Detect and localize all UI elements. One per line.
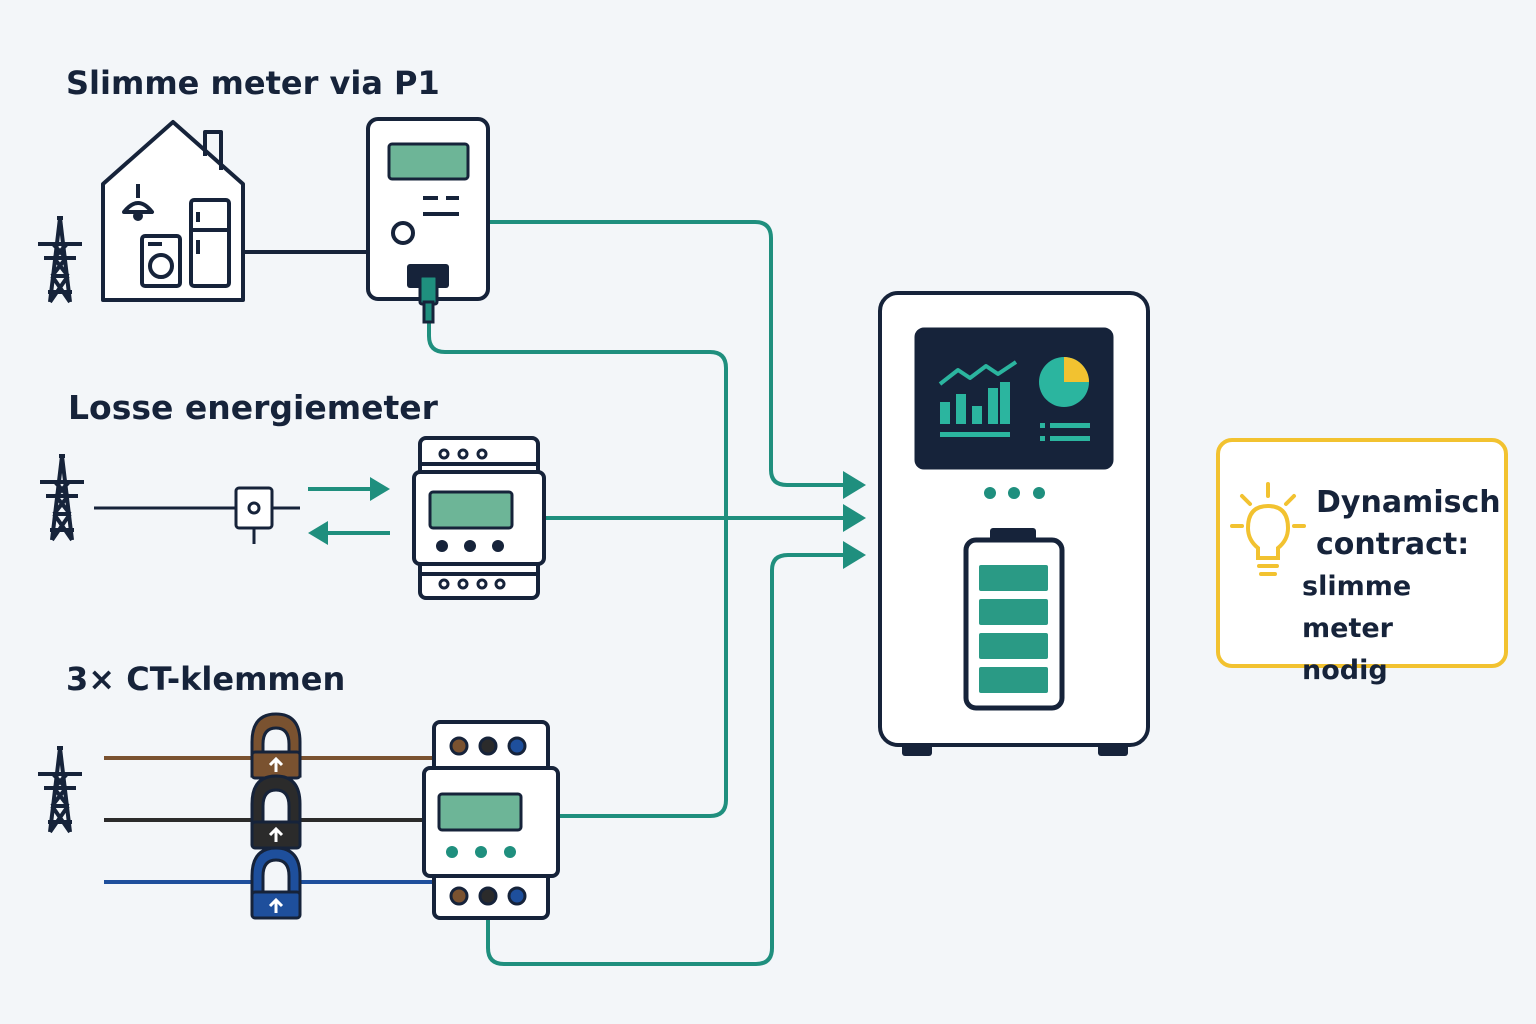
list-lines-icon	[1040, 423, 1090, 441]
line-p1-cable-to-ct	[427, 322, 728, 818]
note-line-3: slimme meter	[1302, 571, 1412, 644]
bar-chart-icon	[940, 382, 1010, 437]
pylon-icon-3	[36, 746, 84, 834]
meter-connection-box	[234, 486, 274, 544]
note-line-1: Dynamisch	[1316, 485, 1501, 520]
title-p1: Slimme meter via P1	[66, 64, 440, 102]
connection-lines	[427, 220, 850, 966]
note-line-2: contract:	[1316, 527, 1470, 562]
home-battery-unit	[878, 291, 1150, 756]
bidirectional-arrows	[308, 477, 390, 545]
ct-meter-din	[422, 720, 560, 920]
smart-meter-p1	[366, 117, 490, 324]
title-energy-meter: Losse energiemeter	[68, 388, 438, 427]
lamp-icon	[122, 184, 154, 214]
ct-meter-display	[437, 792, 523, 832]
line-p1-to-battery	[488, 220, 850, 487]
ct-clamp-brown	[250, 712, 302, 780]
line-ct-to-battery	[486, 553, 850, 966]
washing-machine-icon	[140, 234, 182, 288]
note-line-4: nodig	[1302, 655, 1388, 686]
arrow-head-mid	[843, 504, 866, 532]
pie-chart-icon	[1039, 357, 1089, 407]
arrow-head-top	[843, 471, 866, 499]
pylon-icon-2	[38, 454, 86, 542]
smart-meter-display	[387, 142, 470, 181]
house-icon	[101, 120, 245, 302]
title-ct-clamps: 3× CT-klemmen	[66, 660, 346, 698]
arrow-heads	[843, 471, 866, 569]
ct-clamp-blue	[250, 846, 302, 920]
ct-clamp-black	[250, 774, 302, 850]
arrow-head-bottom	[843, 541, 866, 569]
lightbulb-icon	[1230, 482, 1306, 576]
trend-line-icon	[938, 360, 1018, 386]
fridge-icon	[189, 198, 231, 288]
note-dynamic-contract: Dynamisch contract: slimme meter nodig	[1216, 438, 1508, 686]
p1-plug	[418, 274, 439, 306]
energy-meter-display	[428, 490, 514, 530]
battery-icon	[963, 528, 1065, 711]
status-dots	[984, 487, 1045, 499]
pylon-icon-1	[36, 216, 84, 304]
smart-meter-button	[391, 221, 415, 245]
energy-meter-din	[412, 436, 546, 600]
